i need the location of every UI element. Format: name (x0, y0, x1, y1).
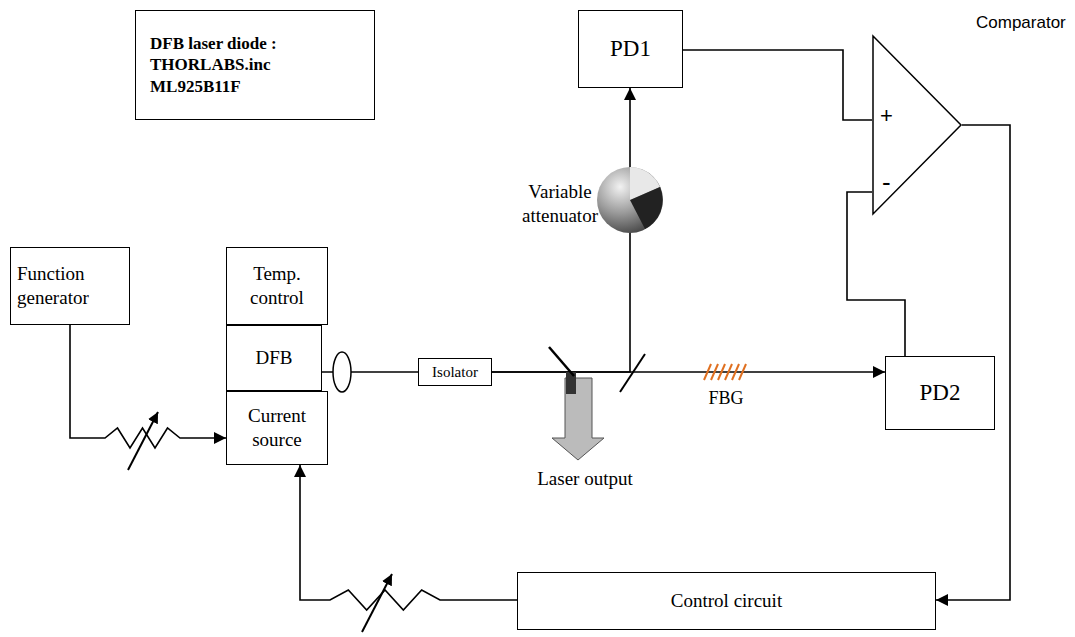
box-text: PD2 (920, 379, 961, 408)
input-sign: - (882, 167, 891, 198)
box-text: PD1 (610, 35, 651, 64)
box-text: Temp. control (227, 262, 327, 310)
box-text: Current source (227, 404, 327, 452)
attenuator-wheel (597, 167, 663, 233)
photodiode-box: PD2 (885, 356, 995, 430)
part-label: FBG (696, 388, 756, 409)
component-name: Comparator (976, 13, 1066, 33)
variable-arrow (362, 574, 392, 632)
control-box: Control circuit (517, 572, 936, 630)
temp-control-box: Temp. control (226, 247, 328, 325)
part-label: Laser output (520, 468, 650, 490)
signal-connector (492, 371, 885, 373)
box-text: Function generator (17, 262, 123, 310)
signal-connector (683, 50, 872, 120)
attenuator-sector (630, 187, 663, 229)
laser-box: DFB (226, 325, 322, 391)
signal-connector (847, 192, 905, 356)
lens (333, 352, 351, 392)
box-text: Isolator (432, 363, 478, 382)
part-label: Variable attenuator (500, 180, 620, 228)
fbg-grating (704, 364, 746, 380)
generator-box: Function generator (10, 247, 130, 325)
comparator-triangle: Comparator+- (872, 35, 962, 215)
signal-connector (300, 465, 517, 610)
current-source-box: Current source (226, 391, 328, 465)
box-text: DFB (256, 346, 293, 370)
info-box: DFB laser diode : THORLABS.inc ML925B11F (135, 10, 375, 120)
beam-splitter (549, 347, 574, 376)
photodiode-box: PD1 (578, 10, 683, 88)
box-text: DFB laser diode : THORLABS.inc ML925B11F (150, 33, 360, 97)
box-text: Control circuit (671, 589, 782, 613)
output-arrow (552, 378, 604, 460)
beam-splitter (620, 354, 645, 392)
isolator-box: Isolator (418, 358, 492, 386)
variable-arrow (128, 412, 158, 470)
input-sign: + (880, 103, 893, 129)
signal-connector (492, 88, 630, 372)
